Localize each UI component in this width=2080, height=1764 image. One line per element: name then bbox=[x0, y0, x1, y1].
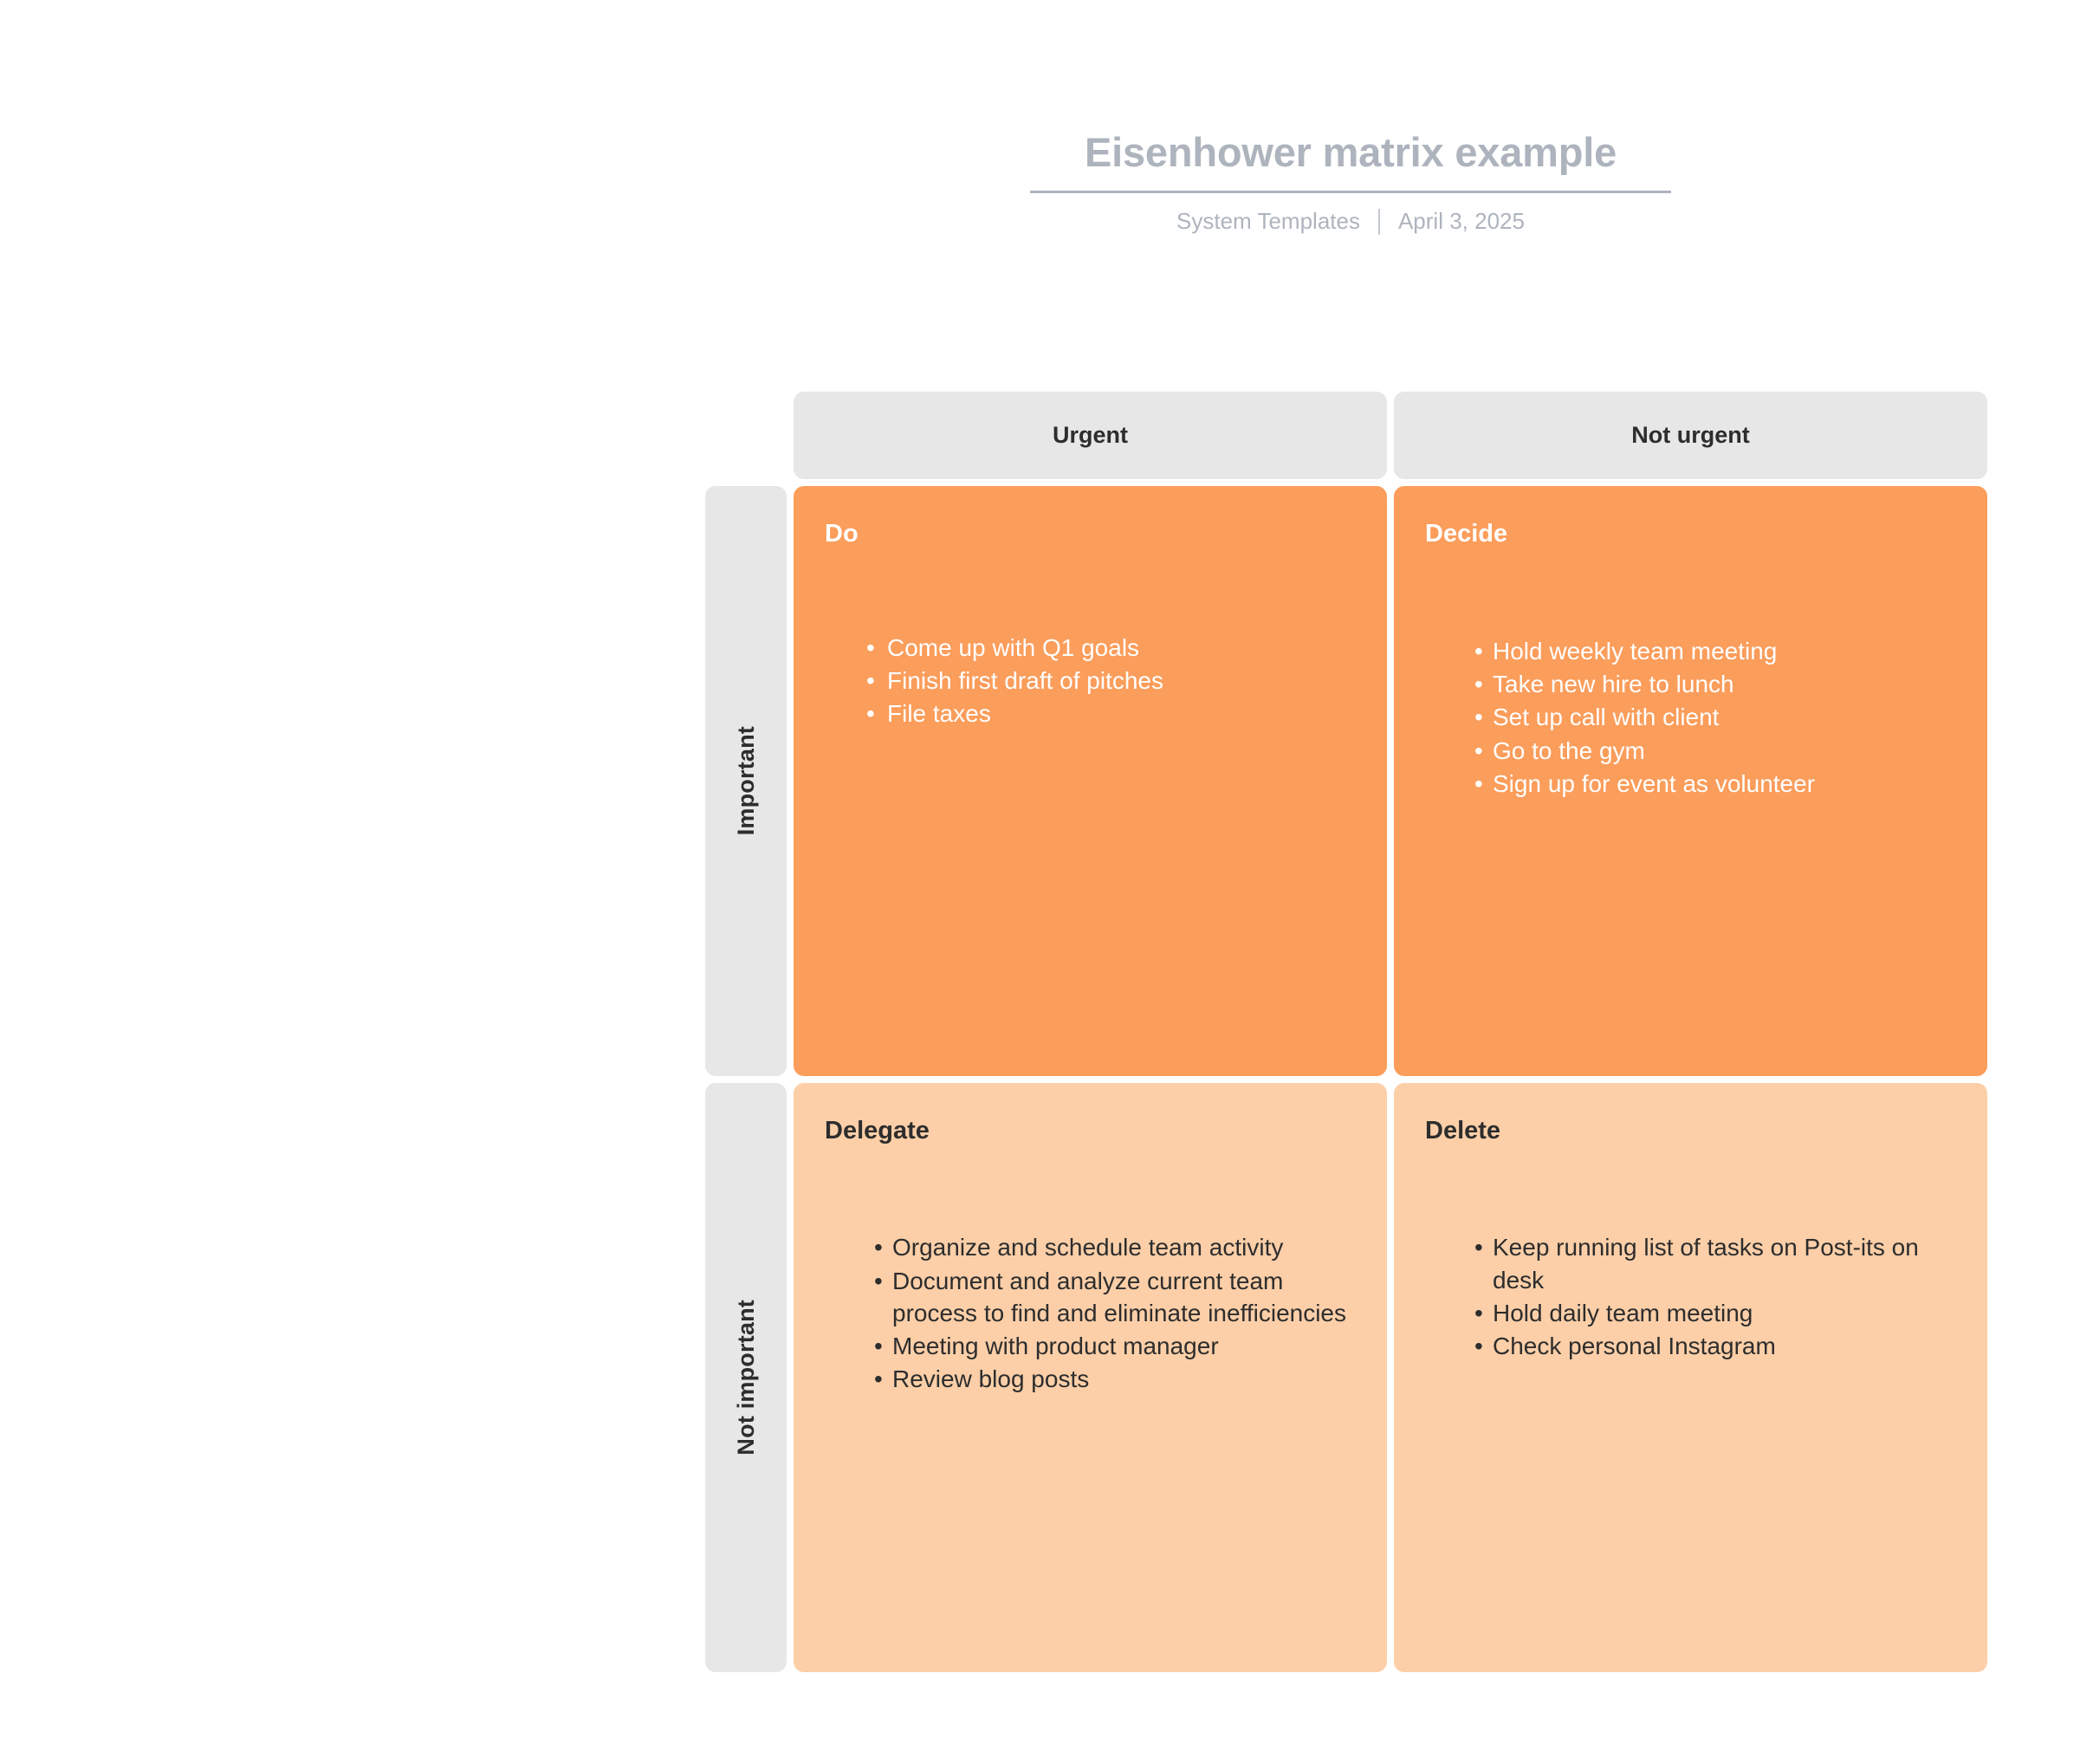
list-item: Hold daily team meeting bbox=[1474, 1297, 1956, 1329]
quadrant-delete-list: Keep running list of tasks on Post-its o… bbox=[1474, 1231, 1956, 1362]
list-item: Sign up for event as volunteer bbox=[1474, 768, 1956, 800]
list-item: Organize and schedule team activity bbox=[874, 1231, 1356, 1263]
quadrant-decide-list: Hold weekly team meeting Take new hire t… bbox=[1474, 635, 1956, 800]
quadrant-delegate[interactable]: Delegate Organize and schedule team acti… bbox=[794, 1082, 1387, 1672]
document-header: Eisenhower matrix example System Templat… bbox=[1030, 130, 1671, 236]
list-item: Go to the gym bbox=[1474, 735, 1956, 767]
list-item: Set up call with client bbox=[1474, 701, 1956, 733]
quadrant-delete-title: Delete bbox=[1425, 1116, 1501, 1145]
row-header-not-important-label: Not important bbox=[732, 1299, 759, 1456]
quadrant-decide[interactable]: Decide Hold weekly team meeting Take new… bbox=[1394, 486, 1987, 1076]
column-header-urgent: Urgent bbox=[794, 392, 1387, 479]
list-item: Review blog posts bbox=[874, 1363, 1356, 1395]
eisenhower-matrix: Urgent Not urgent Important Do Come up w… bbox=[705, 392, 1987, 1672]
meta-separator bbox=[1377, 209, 1380, 236]
quadrant-delegate-list: Organize and schedule team activity Docu… bbox=[874, 1231, 1356, 1395]
list-item: Hold weekly team meeting bbox=[1474, 635, 1956, 667]
quadrant-do-title: Do bbox=[825, 520, 859, 548]
page-title: Eisenhower matrix example bbox=[1030, 130, 1671, 193]
quadrant-delegate-title: Delegate bbox=[825, 1116, 930, 1145]
document-author: System Templates bbox=[1176, 207, 1360, 234]
document-date: April 3, 2025 bbox=[1397, 207, 1525, 234]
list-item: Document and analyze current team proces… bbox=[874, 1265, 1356, 1329]
list-item: Meeting with product manager bbox=[874, 1330, 1356, 1362]
quadrant-do-list: Come up with Q1 goals Finish first draft… bbox=[866, 632, 1356, 730]
list-item: Come up with Q1 goals bbox=[866, 632, 1356, 664]
list-item: File taxes bbox=[866, 697, 1356, 730]
quadrant-decide-title: Decide bbox=[1425, 520, 1508, 548]
row-header-important-label: Important bbox=[732, 726, 759, 836]
list-item: Keep running list of tasks on Post-its o… bbox=[1474, 1231, 1956, 1295]
document-meta: System Templates April 3, 2025 bbox=[1030, 207, 1671, 236]
row-header-important: Important bbox=[705, 486, 787, 1076]
quadrant-do[interactable]: Do Come up with Q1 goals Finish first dr… bbox=[794, 486, 1387, 1076]
matrix-corner-spacer bbox=[705, 392, 787, 479]
list-item: Take new hire to lunch bbox=[1474, 668, 1956, 700]
list-item: Check personal Instagram bbox=[1474, 1330, 1956, 1362]
list-item: Finish first draft of pitches bbox=[866, 665, 1356, 697]
column-header-not-urgent: Not urgent bbox=[1394, 392, 1987, 479]
row-header-not-important: Not important bbox=[705, 1082, 787, 1672]
quadrant-delete[interactable]: Delete Keep running list of tasks on Pos… bbox=[1394, 1082, 1987, 1672]
